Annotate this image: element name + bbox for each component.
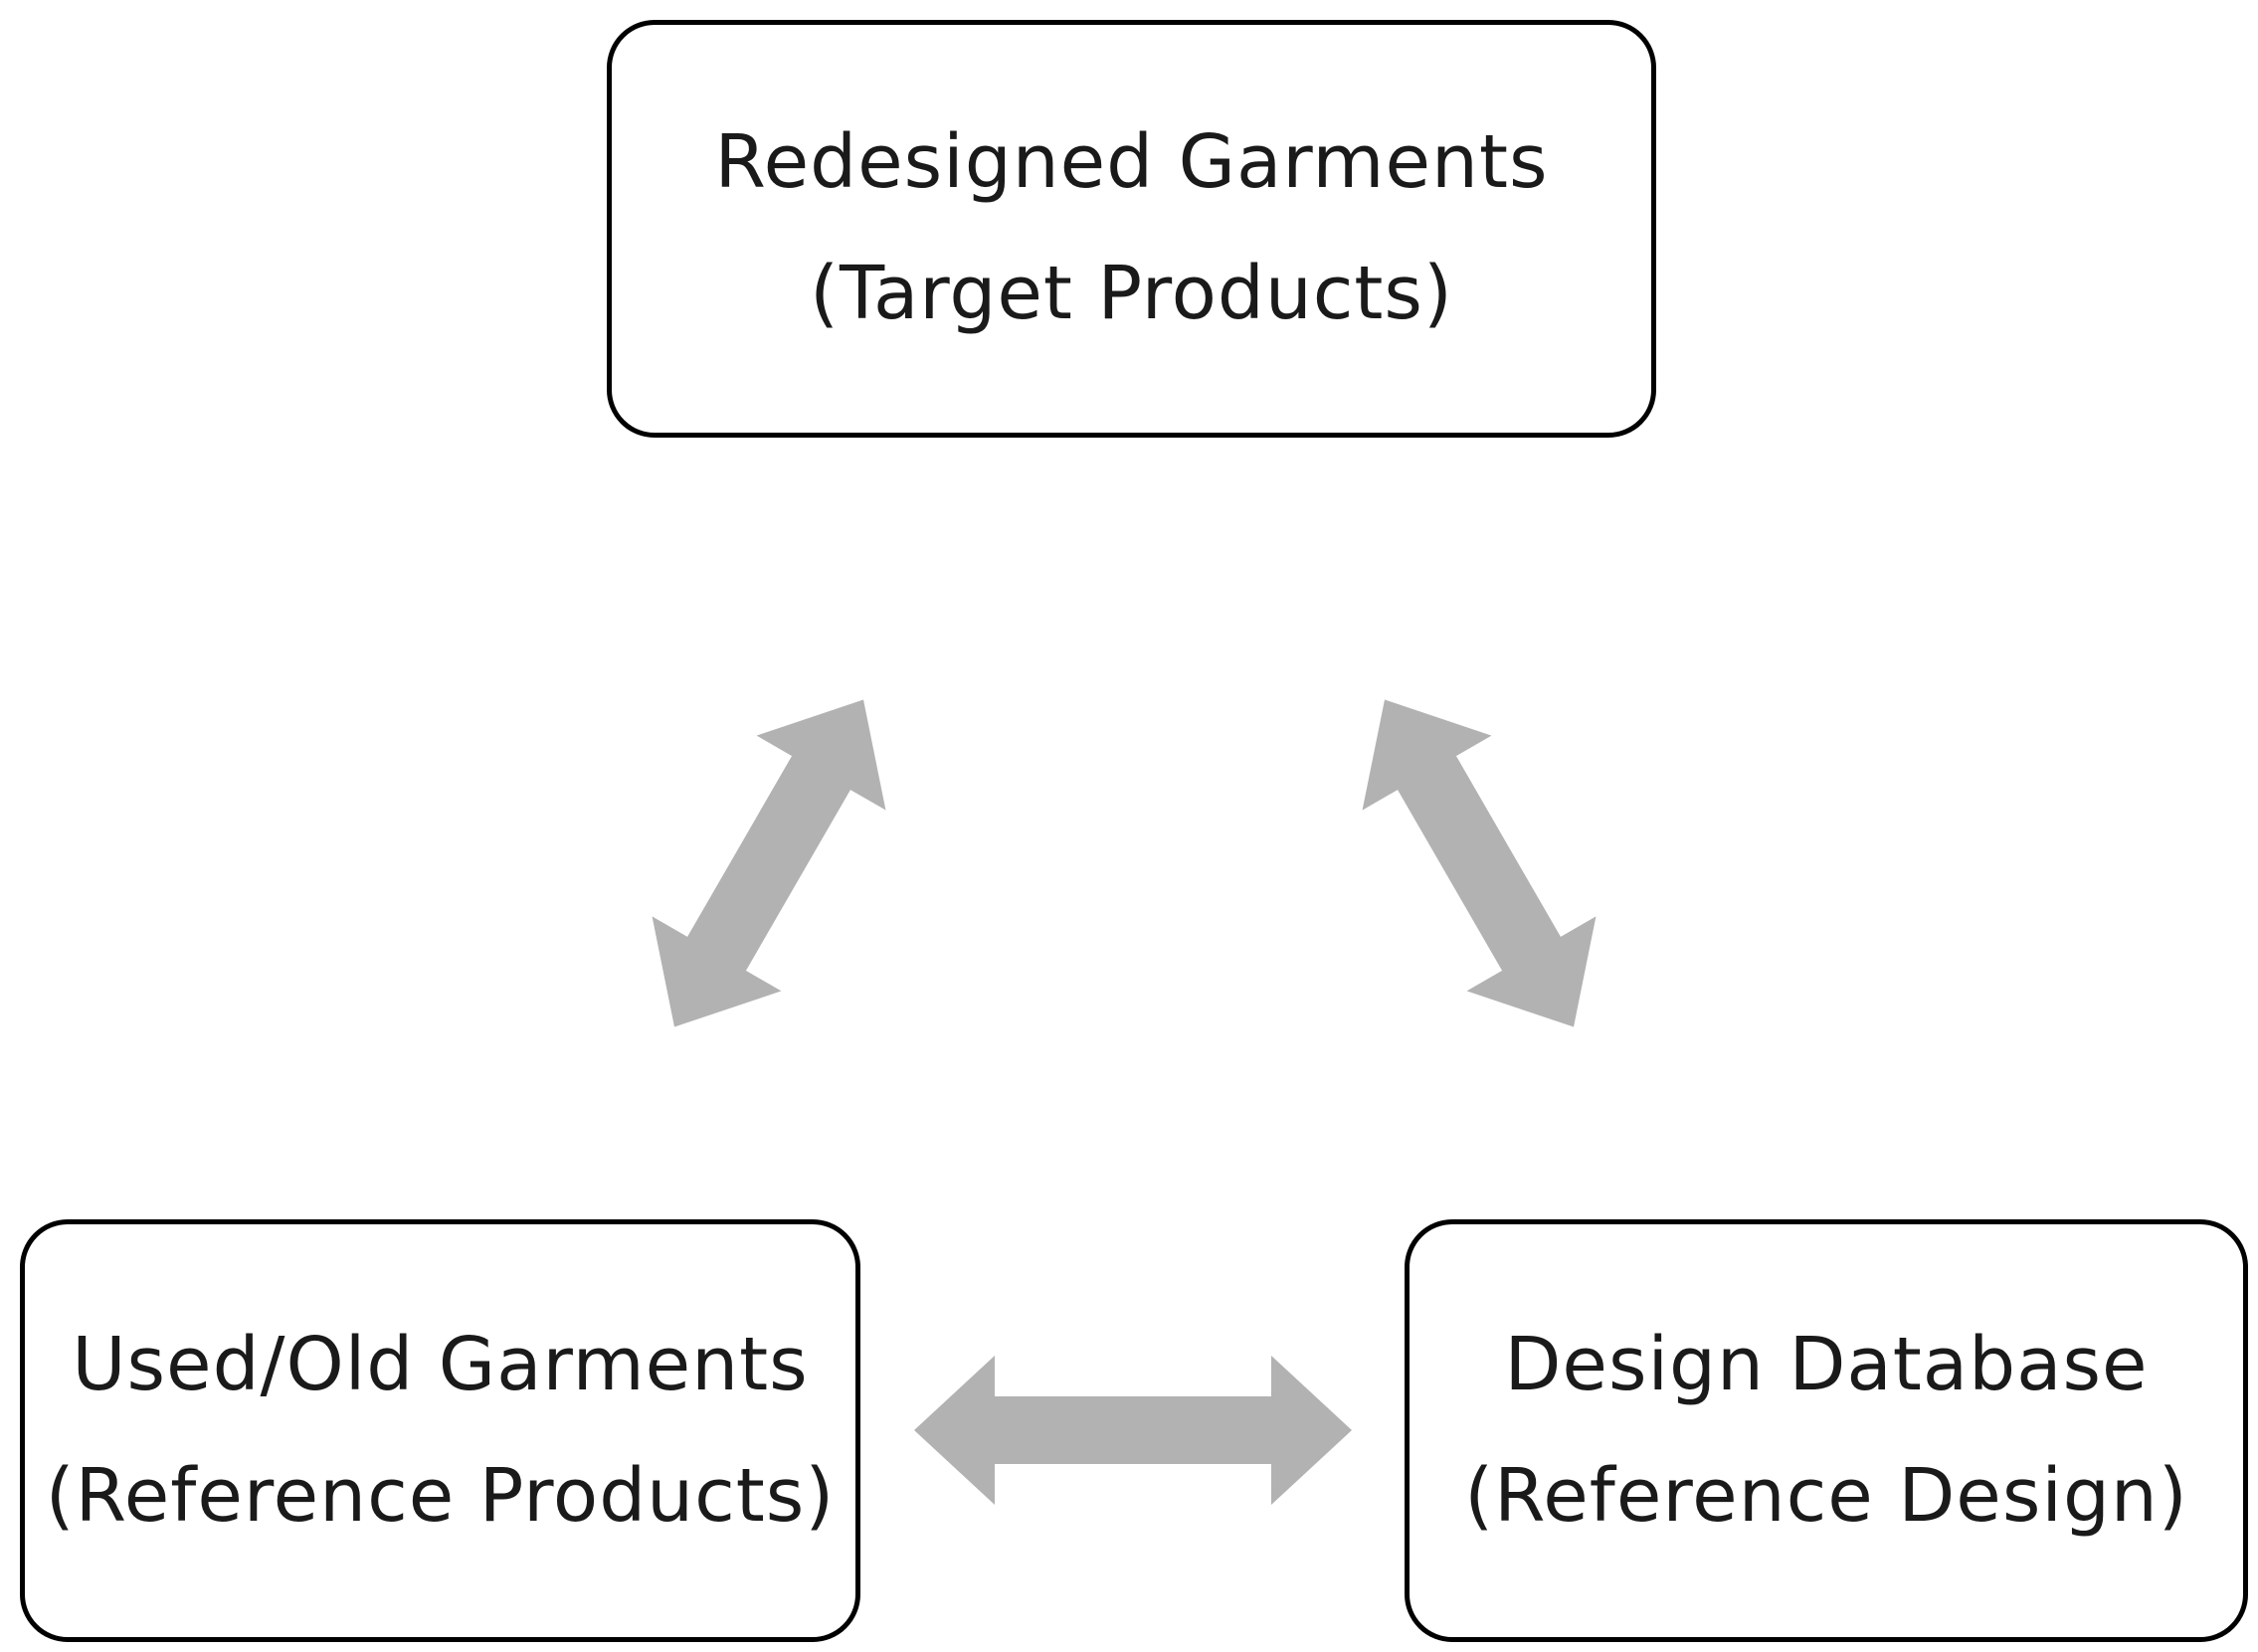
arrow-left-right — [914, 1356, 1352, 1505]
node-title: Redesigned Garments — [714, 119, 1549, 206]
node-subtitle: (Reference Design) — [1464, 1452, 2188, 1539]
node-subtitle: (Reference Products) — [45, 1452, 836, 1539]
arrow-top-right — [1362, 699, 1597, 1027]
node-redesigned-garments: Redesigned Garments (Target Products) — [607, 20, 1656, 438]
arrow-left-top — [652, 699, 886, 1027]
node-used-old-garments: Used/Old Garments (Reference Products) — [20, 1219, 860, 1642]
node-title: Design Database — [1504, 1321, 2149, 1407]
node-design-database: Design Database (Reference Design) — [1405, 1219, 2248, 1642]
node-subtitle: (Target Products) — [810, 251, 1453, 336]
node-title: Used/Old Garments — [72, 1321, 809, 1407]
